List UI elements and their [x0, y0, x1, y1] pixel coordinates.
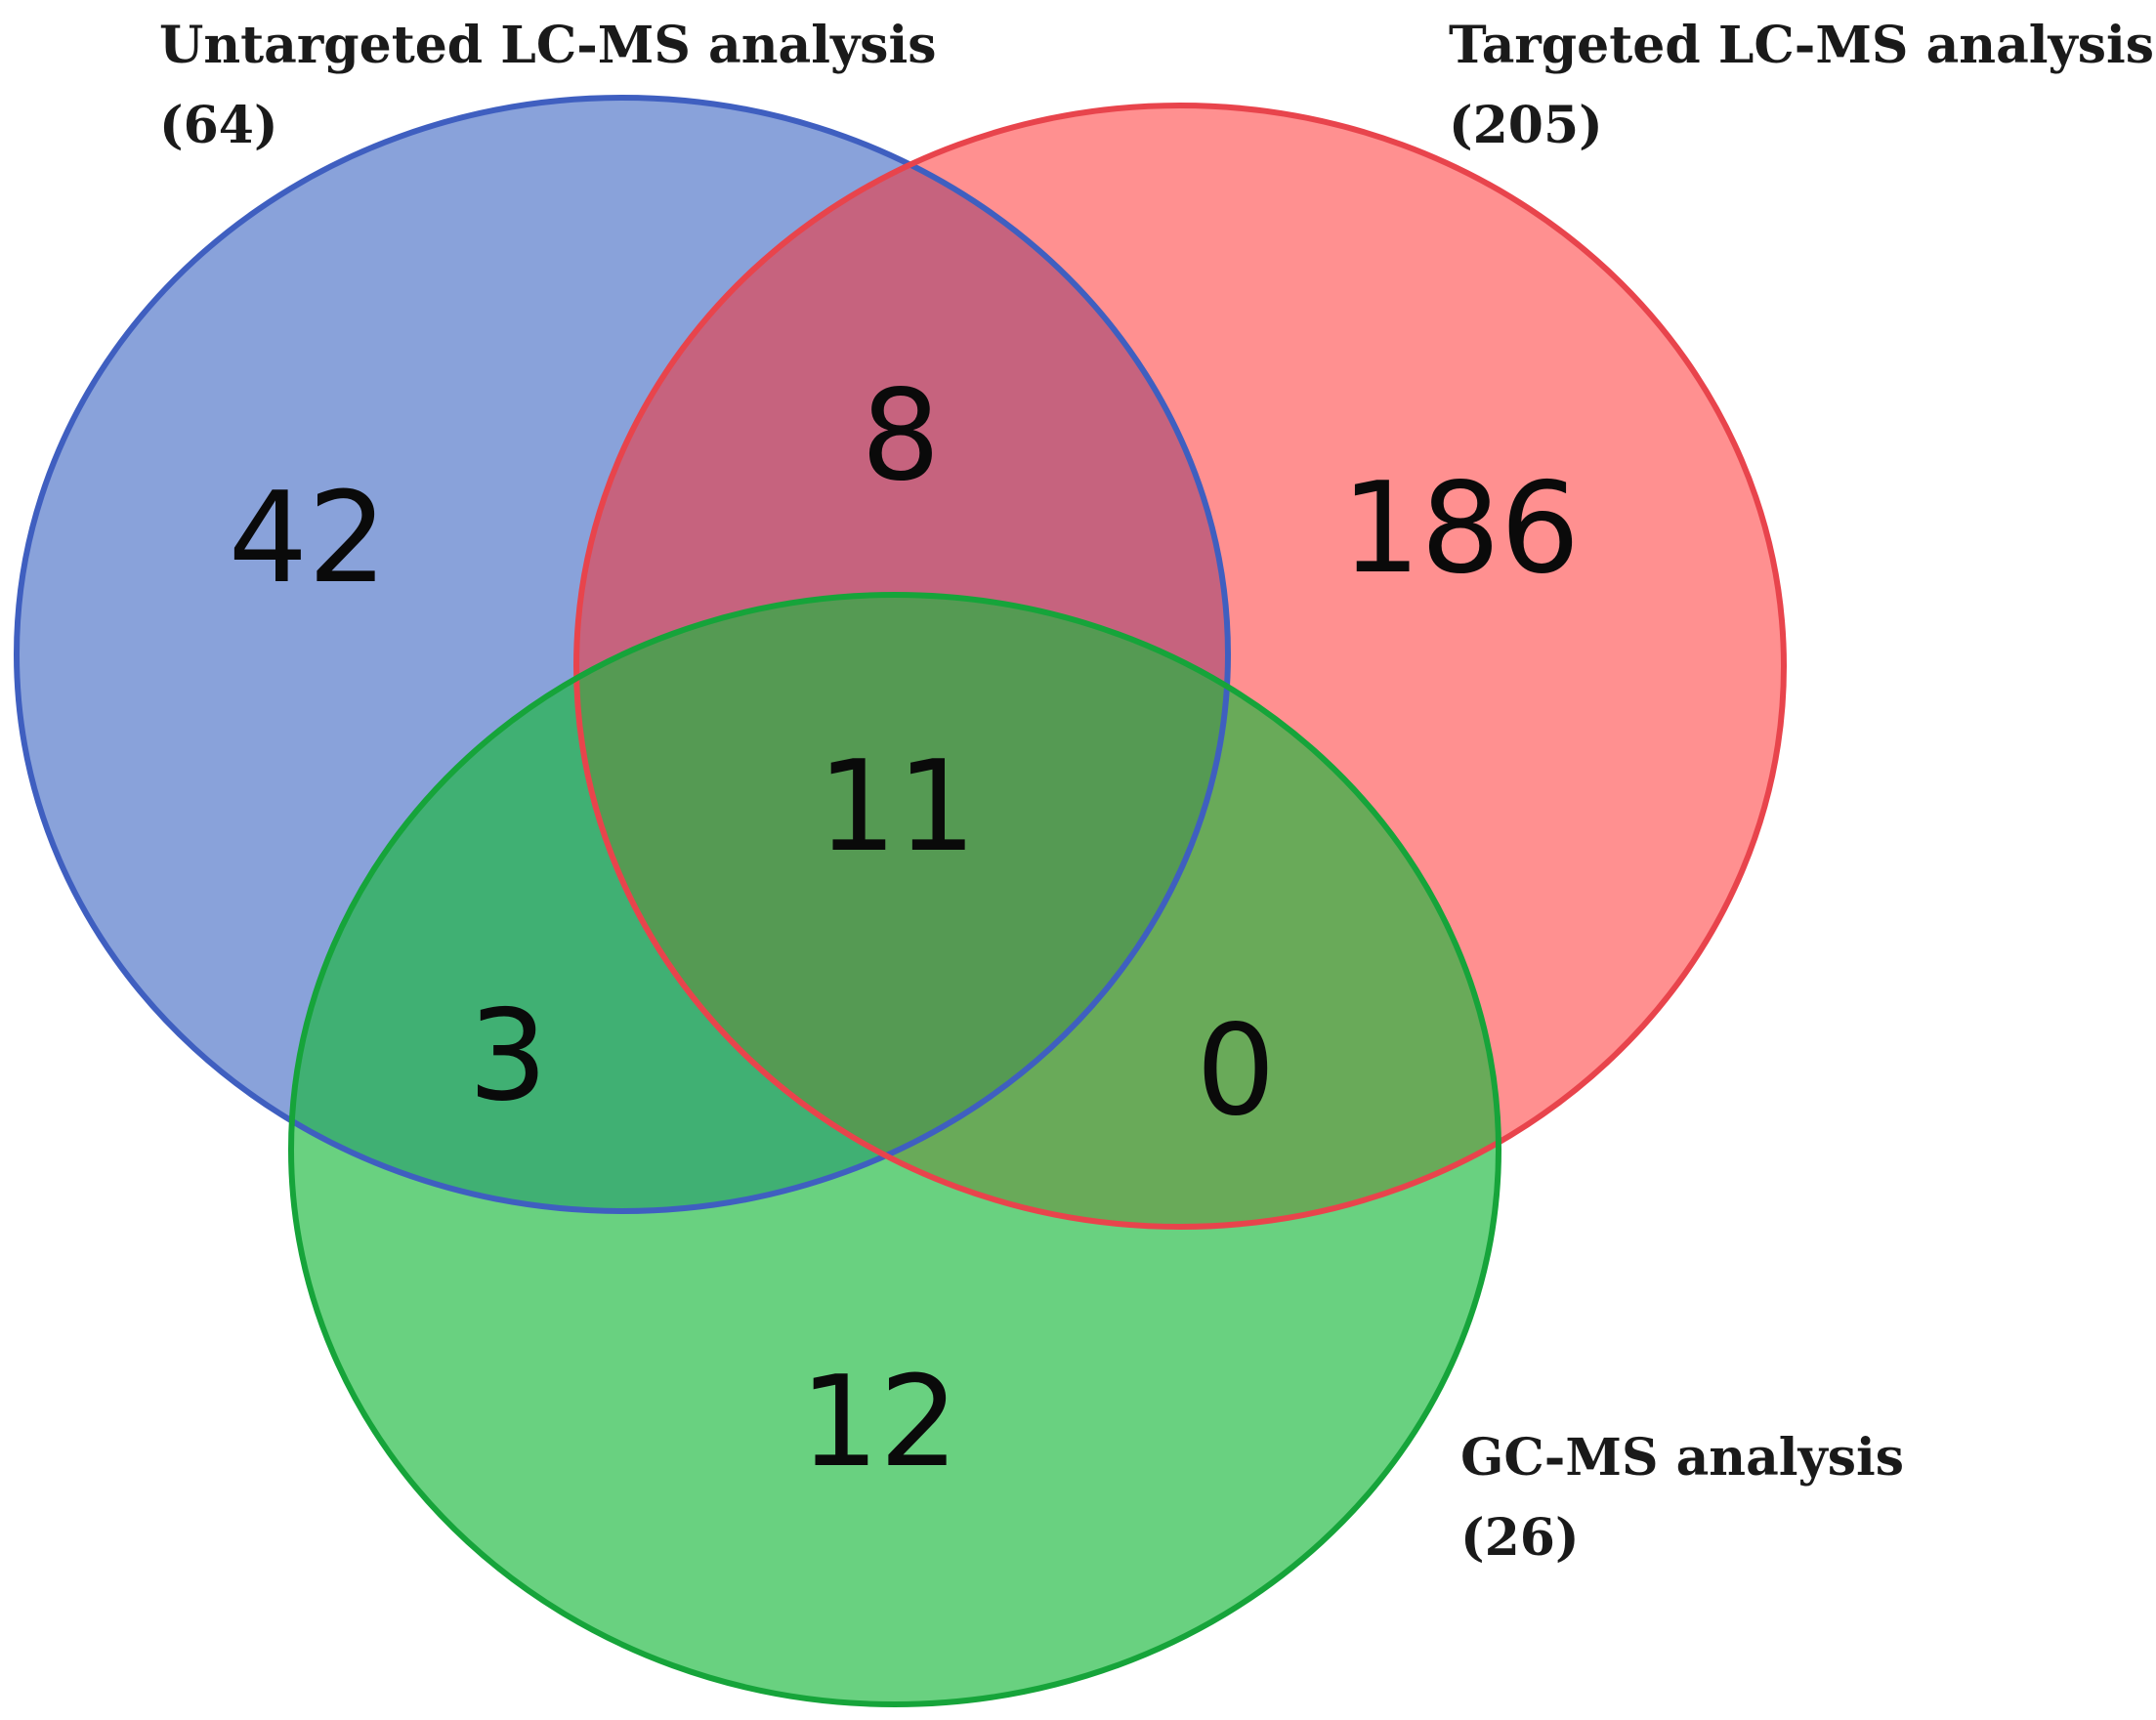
set-outline-gcms — [288, 592, 1501, 1707]
count-all-three: 11 — [818, 734, 977, 880]
set-outline-untargeted — [14, 95, 1231, 1214]
count-targeted-only: 186 — [1341, 456, 1580, 602]
count-untargeted-only: 42 — [229, 466, 388, 611]
count-gcms-only: 12 — [800, 1350, 959, 1495]
count-untargeted-gcms: 3 — [468, 984, 547, 1129]
set-label-targeted: Targeted LC-MS analysis — [1449, 16, 2154, 75]
count-targeted-gcms: 0 — [1196, 998, 1275, 1144]
set-label-gcms: GC-MS analysis — [1460, 1428, 1904, 1488]
set-total-targeted: (205) — [1449, 96, 1603, 155]
set-total-untargeted: (64) — [159, 96, 278, 155]
set-label-untargeted: Untargeted LC-MS analysis — [159, 16, 937, 75]
set-outline-targeted — [573, 103, 1787, 1230]
count-untargeted-targeted: 8 — [861, 363, 940, 509]
set-total-gcms: (26) — [1460, 1508, 1580, 1568]
